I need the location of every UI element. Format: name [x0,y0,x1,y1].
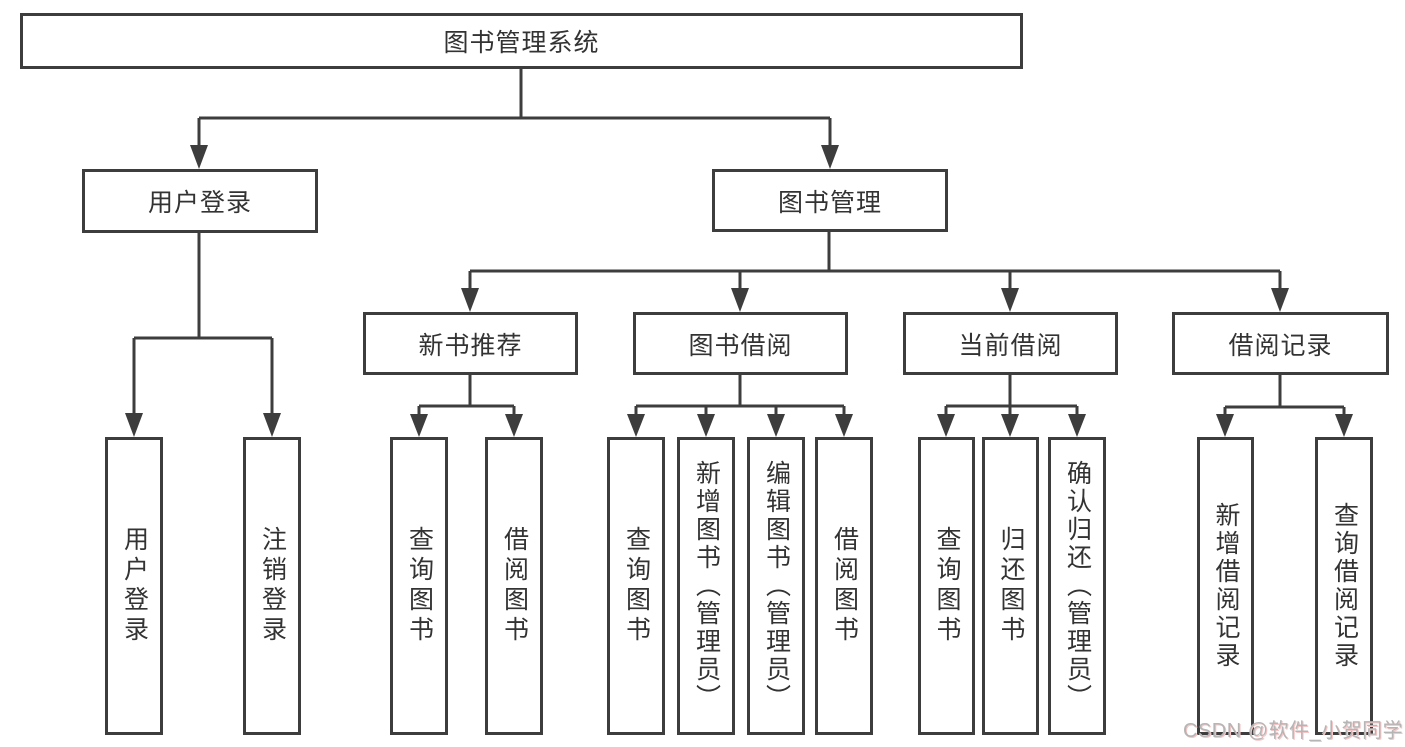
arrowhead [1216,414,1234,437]
arrowhead [627,414,645,437]
connector-user-login-children [125,233,281,437]
leaf-confirm-return-admin: 确认归还（管理员） [1048,437,1106,735]
node-library-system: 图书管理系统 [20,13,1023,69]
node-book-borrowing: 图书借阅 [633,312,848,375]
connector-line [417,374,516,416]
arrowhead [505,414,523,437]
leaf-edit-books-admin: 编辑图书（管理员） [747,437,805,735]
leaf-add-books-admin: 新增图书（管理员） [677,437,735,735]
leaf-query-books-borrowing: 查询图书 [607,437,665,735]
connector-line [944,374,1079,416]
arrowhead [190,145,208,169]
connector-line [197,68,832,147]
arrowhead [125,413,143,437]
arrowhead [937,414,955,437]
arrowhead [1001,288,1019,312]
arrowhead [835,414,853,437]
connector-borrowing-records-children [1216,374,1353,437]
arrowhead [731,288,749,312]
connector-book-management-children [461,232,1289,312]
arrowhead [767,414,785,437]
leaf-user-login: 用户登录 [105,437,163,735]
connector-line [468,232,1282,290]
node-borrowing-records: 借阅记录 [1172,312,1389,375]
node-current-borrowing: 当前借阅 [903,312,1118,375]
leaf-add-borrow-record: 新增借阅记录 [1197,437,1254,735]
leaf-query-books-recommend: 查询图书 [390,437,448,735]
connector-line [634,374,846,416]
node-book-management: 图书管理 [712,169,948,232]
arrowhead [410,414,428,437]
arrowhead [461,288,479,312]
arrowhead [697,414,715,437]
node-new-book-recommend: 新书推荐 [363,312,578,375]
leaf-borrow-books: 借阅图书 [815,437,873,735]
leaf-return-books: 归还图书 [982,437,1039,735]
connector-root-to-level2 [190,68,839,169]
node-user-login: 用户登录 [82,169,318,233]
arrowhead [1001,414,1019,437]
connector-line [1223,374,1346,416]
arrowhead [263,413,281,437]
arrowhead [1068,414,1086,437]
leaf-borrow-books-recommend: 借阅图书 [485,437,543,735]
connector-line [132,233,274,415]
connector-new-book-recommend-children [410,374,523,437]
leaf-query-books-current: 查询图书 [918,437,975,735]
leaf-logout-login: 注销登录 [243,437,301,735]
csdn-watermark: CSDN @软件_小贺同学 [1183,720,1404,742]
arrowhead [1271,288,1289,312]
leaf-query-borrow-record: 查询借阅记录 [1315,437,1373,735]
connector-current-borrowing-children [937,374,1086,437]
arrowhead [821,145,839,169]
connector-book-borrowing-children [627,374,853,437]
arrowhead [1335,414,1353,437]
